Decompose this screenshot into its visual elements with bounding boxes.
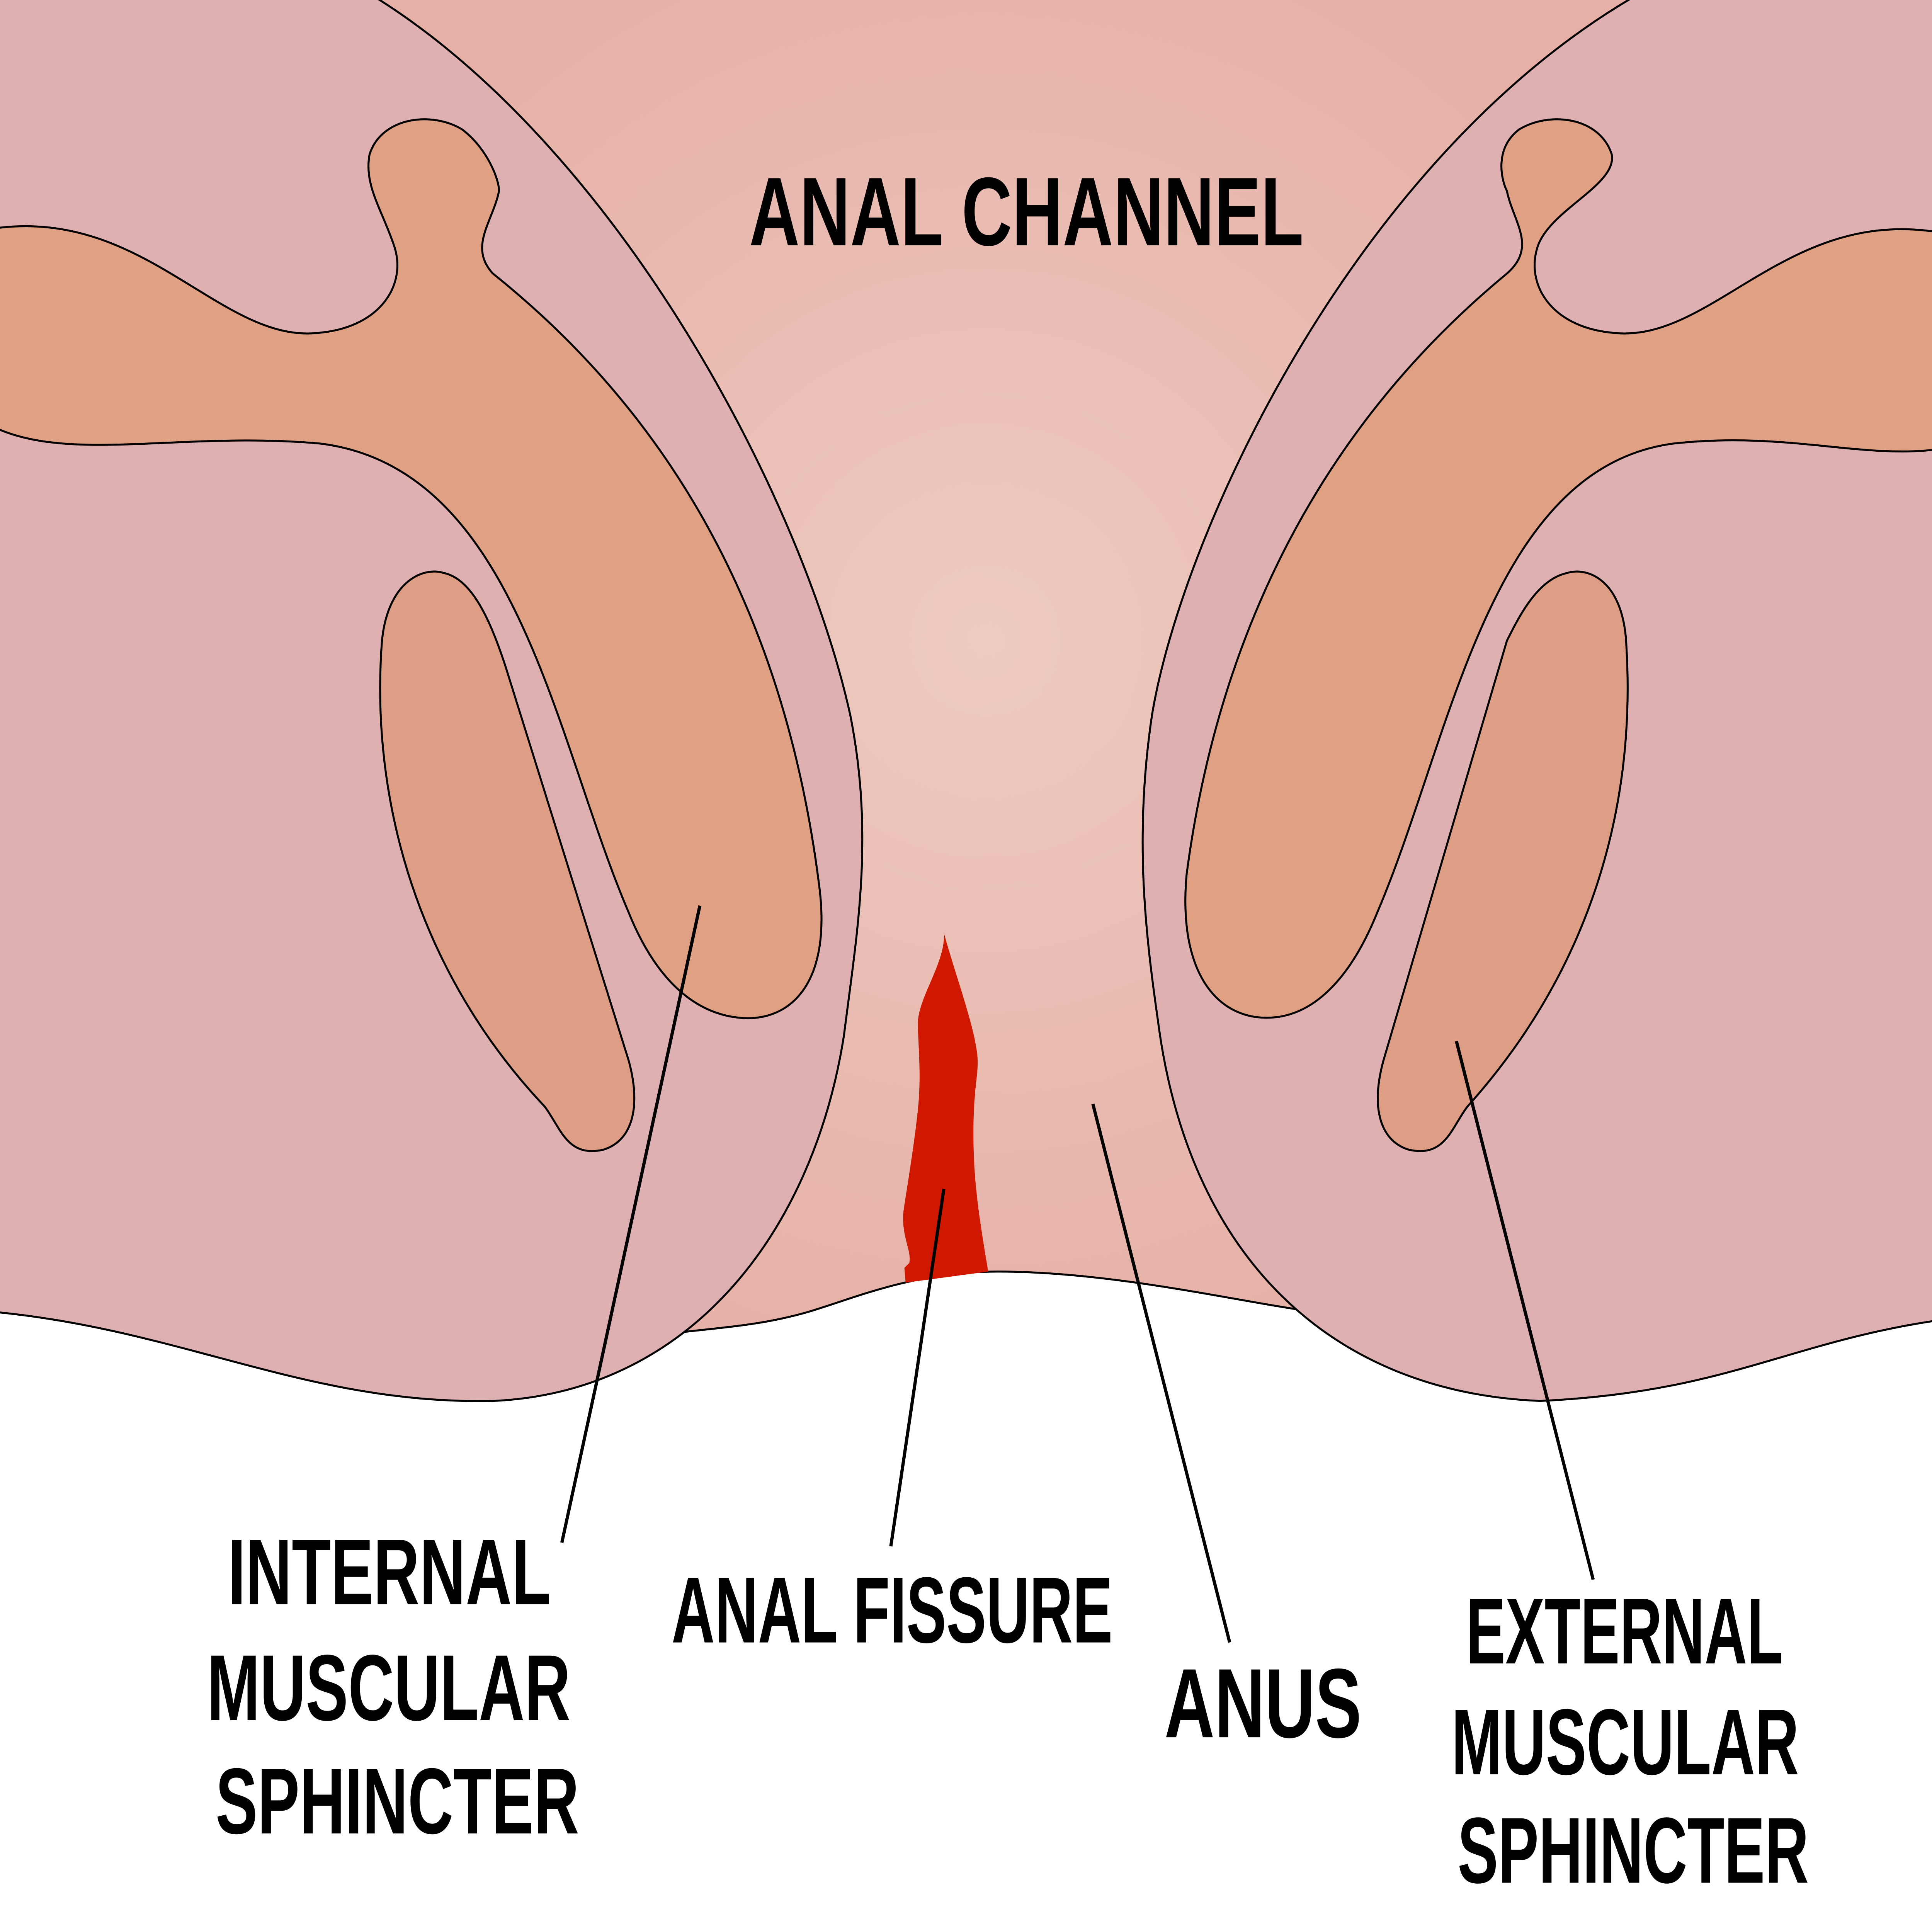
- anal-fissure-shape: [903, 932, 988, 1283]
- external-sphincter-label-line-2: MUSCULAR: [1451, 1690, 1799, 1794]
- anal-fissure-leader-line: [889, 1189, 946, 1547]
- right-internal-sphincter-muscle: [1184, 118, 1932, 1019]
- external-sphincter-leader-line: [1455, 1041, 1595, 1580]
- left-external-sphincter-muscle: [379, 570, 636, 1152]
- external-sphincter-label-line-3: SPHINCTER: [1458, 1798, 1809, 1903]
- external-sphincter-label-line-1: EXTERNAL: [1466, 1579, 1783, 1684]
- anal-fissure-label: ANAL FISSURE: [672, 1558, 1113, 1663]
- internal-sphincter-label-line-2: MUSCULAR: [207, 1636, 571, 1740]
- left-internal-sphincter-muscle: [0, 118, 823, 1019]
- anus-leader-line: [1091, 1104, 1231, 1643]
- internal-sphincter-leader-line: [560, 905, 702, 1543]
- anus-label: ANUS: [1164, 1648, 1361, 1759]
- internal-sphincter-label-line-3: SPHINCTER: [216, 1749, 579, 1854]
- title-label: ANAL CHANNEL: [749, 158, 1304, 266]
- left-tissue-group: [0, 0, 864, 1402]
- right-tissue-group: [1141, 0, 1932, 1402]
- right-external-sphincter-muscle: [1377, 570, 1629, 1152]
- internal-sphincter-label-line-1: INTERNAL: [228, 1520, 551, 1624]
